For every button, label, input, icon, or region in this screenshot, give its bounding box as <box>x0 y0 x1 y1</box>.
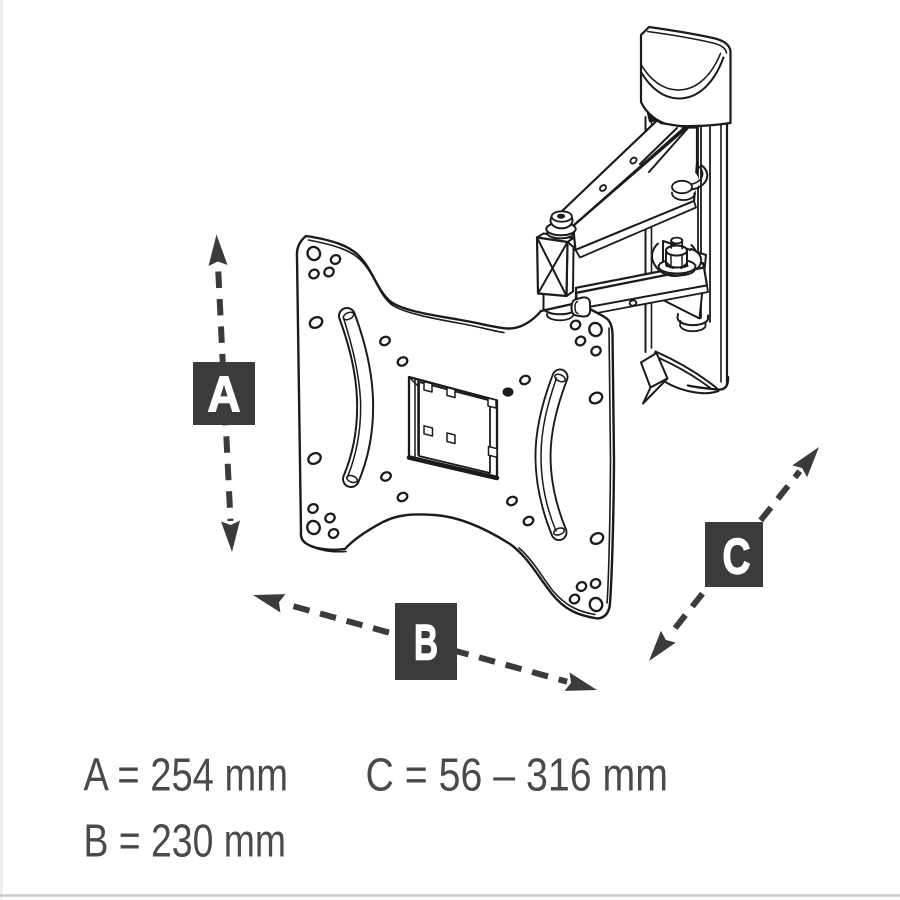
svg-text:A = 254 mm: A = 254 mm <box>84 749 289 801</box>
svg-text:C: C <box>723 529 751 585</box>
svg-text:C = 56 – 316 mm: C = 56 – 316 mm <box>366 749 669 801</box>
svg-text:B = 230 mm: B = 230 mm <box>84 815 287 867</box>
svg-text:B: B <box>414 615 438 671</box>
svg-text:A: A <box>208 367 241 423</box>
